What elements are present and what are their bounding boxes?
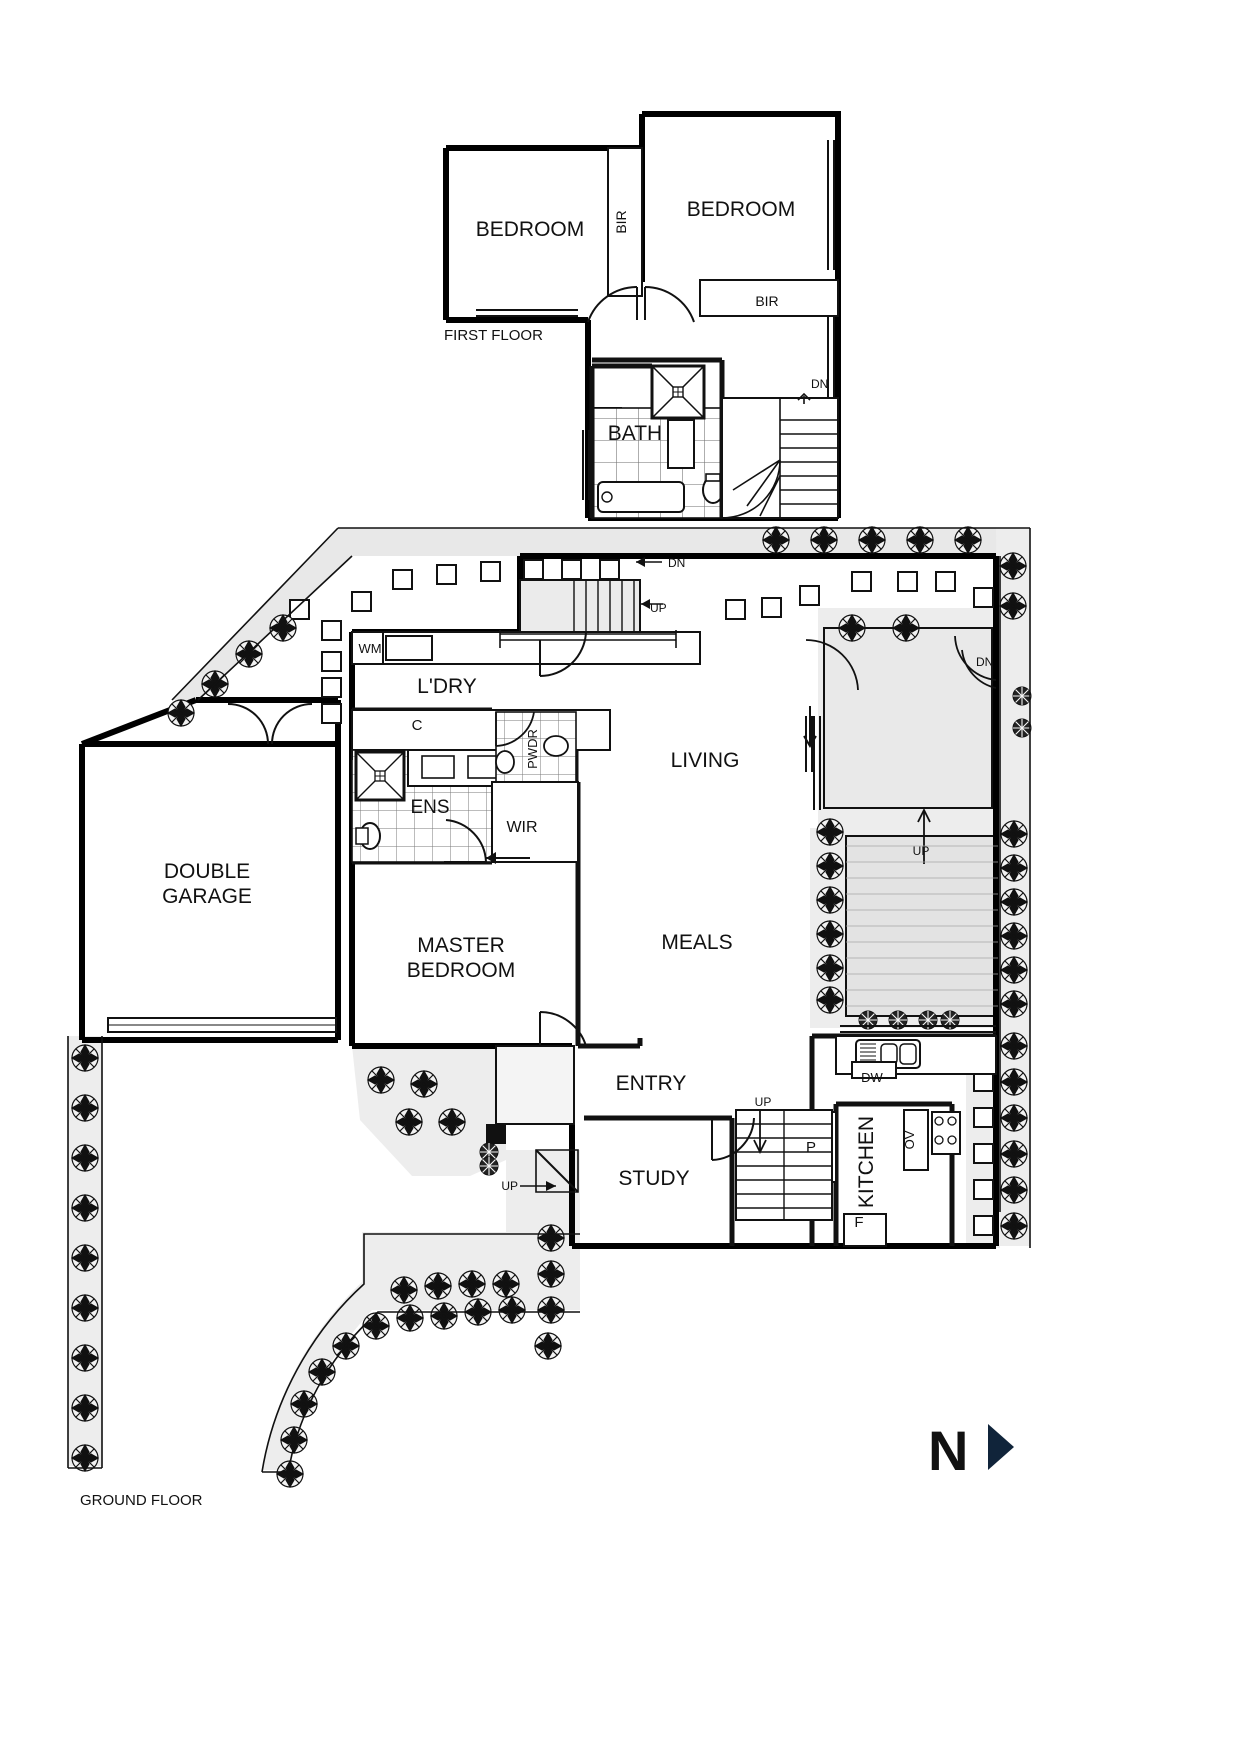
fixture-label-dw: DW — [861, 1070, 883, 1085]
room-label-study: STUDY — [618, 1167, 689, 1190]
fixture-label-fridge: F — [854, 1214, 863, 1231]
ground-floor-windows — [351, 716, 996, 1033]
room-label-wir: WIR — [506, 819, 537, 836]
room-label-master-2: BEDROOM — [407, 959, 516, 982]
room-label-bedroom-2: BEDROOM — [476, 218, 585, 241]
room-label-master-1: MASTER — [417, 934, 505, 957]
stair-up-hall-label: UP — [650, 601, 667, 615]
bath-floor — [582, 357, 725, 519]
room-label-double-garage-2: GARAGE — [162, 885, 252, 908]
kitchen-fittings: UP — [735, 1035, 997, 1247]
fixture-label-bir-2: BIR — [755, 293, 778, 309]
fixture-label-pantry: P — [806, 1139, 816, 1156]
garage-door — [107, 703, 337, 1033]
stair-up-porch-label: UP — [501, 1179, 518, 1193]
room-label-meals: MEALS — [661, 931, 732, 954]
room-label-living: LIVING — [671, 749, 740, 772]
first-floor-staircase — [721, 392, 839, 519]
fixture-label-pwdr: PWDR — [525, 729, 540, 769]
front-window-squares — [289, 559, 994, 1236]
first-floor-windows — [476, 140, 835, 406]
stair-dn-deck-label: DN — [976, 655, 993, 669]
fixture-label-cupboard: C — [412, 717, 423, 734]
room-label-bedroom-3: BEDROOM — [687, 198, 796, 221]
bir-closet-1 — [607, 147, 643, 297]
ground-floor-plan: DN UP — [67, 526, 1032, 1509]
room-label-kitchen: KITCHEN — [855, 1116, 878, 1208]
fixture-label-oven: OV — [902, 1130, 917, 1149]
wir-closet — [486, 781, 579, 864]
path-outlines — [67, 527, 1031, 1475]
room-label-ens: ENS — [410, 797, 449, 818]
north-arrow: N — [928, 1419, 1014, 1482]
entry-porch: UP — [486, 1045, 755, 1193]
ground-floor-sheet-label: GROUND FLOOR — [80, 1492, 203, 1509]
room-label-double-garage-1: DOUBLE — [164, 860, 250, 883]
deck-stairs: UP DN — [846, 649, 998, 1007]
room-label-entry: ENTRY — [616, 1072, 687, 1095]
room-label-bath: BATH — [608, 422, 662, 445]
stair-up-deck-label: UP — [913, 844, 930, 858]
room-label-laundry: L'DRY — [417, 675, 477, 698]
first-floor-stair-dn-label: DN — [811, 377, 828, 391]
first-floor-sheet-label: FIRST FLOOR — [444, 327, 543, 344]
bir-closet-2 — [699, 279, 839, 317]
fixture-label-bir-1: BIR — [613, 210, 629, 233]
fixture-label-wm: WM — [358, 641, 381, 656]
north-letter: N — [928, 1419, 968, 1482]
hall-staircase: DN UP — [519, 556, 685, 633]
stair-dn-label: DN — [811, 377, 828, 391]
stair-up-study-label: UP — [755, 1095, 772, 1109]
first-floor-plan: DN BEDROOM BEDROOM BATH BIR BIR FIRST FL… — [443, 111, 841, 521]
powder-room-fittings — [495, 711, 577, 783]
stair-dn-hall-label: DN — [668, 556, 685, 570]
